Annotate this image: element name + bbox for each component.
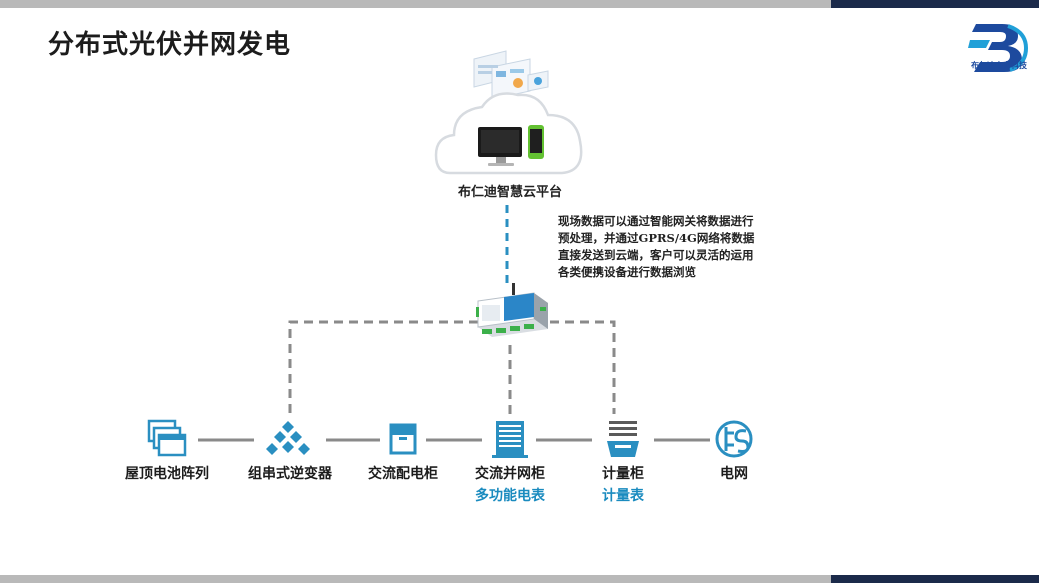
node-label-inverter: 组串式逆变器 [248, 466, 332, 482]
smart-gateway-icon [476, 283, 548, 337]
top-bar-grey [0, 0, 831, 8]
top-bar-navy [831, 0, 1039, 8]
page-title: 分布式光伏并网发电 [48, 30, 292, 60]
node-sublabel-multifunction-meter: 多功能电表 [475, 488, 545, 504]
description-text: 现场数据可以通过智能网关将数据进行预处理，并通过GPRS/4G网络将数据直接发送… [558, 214, 755, 279]
bottom-bar-navy [831, 575, 1039, 583]
node-label-solar-array: 屋顶电池阵列 [125, 466, 209, 482]
cloud-platform-label: 布仁迪智慧云平台 [457, 185, 562, 200]
company-logo-icon [968, 24, 1029, 72]
power-grid-icon [715, 420, 753, 458]
monitor-icon [478, 127, 522, 166]
grid-cabinet-icon [492, 421, 528, 458]
node-label-metering-cabinet: 计量柜 [602, 466, 644, 482]
inverter-icon [266, 421, 310, 455]
cloud-platform [430, 45, 590, 180]
bottom-bar-grey [0, 575, 831, 583]
node-label-distribution-cabinet: 交流配电柜 [368, 466, 438, 482]
logo-text: 布仁迪电力科技 [971, 61, 1027, 70]
metering-cabinet-icon [607, 421, 639, 457]
distribution-cabinet-icon [389, 423, 417, 455]
smartphone-icon [528, 125, 544, 159]
solar-array-icon [147, 419, 187, 457]
node-label-grid-cabinet: 交流并网柜 [475, 466, 545, 482]
node-sublabel-meter: 计量表 [602, 488, 644, 504]
node-label-power-grid: 电网 [720, 466, 748, 482]
dashboard-screens-icon [473, 50, 549, 100]
